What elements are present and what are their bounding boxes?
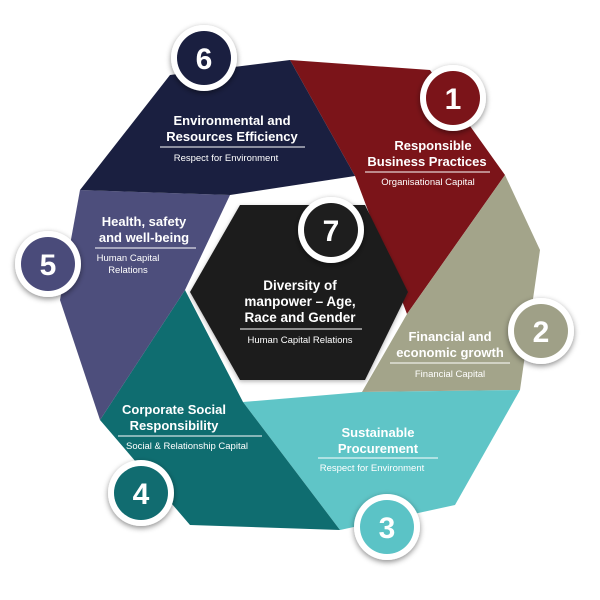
segment-2-subtitle-line-1: Financial Capital [415,369,485,380]
badge-2-number: 2 [533,316,550,349]
badge-3-disc [360,500,414,554]
svg-text:Diversity of: Diversity of [263,278,337,293]
badge-5-number: 5 [40,249,57,282]
svg-text:2: 2 [533,316,550,349]
segment-5-subtitle-line-1: Human Capital [97,253,160,264]
segment-3-title-line-2: Procurement [338,441,419,456]
svg-text:Sustainable: Sustainable [342,425,415,440]
segment-4-title-line-2: Responsibility [130,418,220,433]
labels-layer: Responsible Business Practices Organisat… [95,113,510,474]
svg-text:Resources Efficiency: Resources Efficiency [166,129,298,144]
svg-text:Organisational Capital: Organisational Capital [381,177,474,188]
svg-text:Financial Capital: Financial Capital [415,369,485,380]
segment-2-wedge [362,175,540,392]
svg-text:3: 3 [379,512,396,545]
svg-text:and well-being: and well-being [99,230,189,245]
badge-4-disc [114,466,168,520]
segment-6-title-line-2: Resources Efficiency [166,129,298,144]
svg-text:Race and Gender: Race and Gender [244,310,356,325]
badge-5: 5 [15,231,81,297]
badge-1-number: 1 [445,83,462,116]
segment-1-title-line-2: Business Practices [367,154,486,169]
svg-text:5: 5 [40,249,57,282]
center-label: Diversity of manpower – Age, Race and Ge… [240,278,362,346]
segment-5-label: Health, safety and well-being Human Capi… [95,214,196,276]
badge-7-disc [304,203,358,257]
svg-text:Business Practices: Business Practices [367,154,486,169]
segment-1-label: Responsible Business Practices Organisat… [365,138,490,188]
svg-text:6: 6 [196,43,213,76]
svg-text:Respect for Environment: Respect for Environment [174,153,279,164]
badges-layer: 1 2 3 4 5 [15,25,574,560]
svg-text:Responsible: Responsible [394,138,471,153]
svg-text:Human Capital: Human Capital [97,253,160,264]
segment-4-subtitle-line-1: Social & Relationship Capital [126,441,248,452]
center-title-line-3: Race and Gender [244,310,356,325]
segment-6-subtitle-line-1: Respect for Environment [174,153,279,164]
segment-6-title-line-1: Environmental and [173,113,290,128]
segment-3-subtitle-line-1: Respect for Environment [320,463,425,474]
badge-6: 6 [171,25,237,91]
segment-1-title-line-1: Responsible [394,138,471,153]
badge-6-disc [177,31,231,85]
segment-2-label: Financial and economic growth Financial … [390,329,510,380]
badge-5-disc [21,237,75,291]
center-title-line-2: manpower – Age, [244,294,355,309]
segment-5-title-line-1: Health, safety [102,214,187,229]
badge-2-disc [514,304,568,358]
segment-6-label: Environmental and Resources Efficiency R… [160,113,305,164]
badge-1-disc [426,71,480,125]
segment-5-subtitle-line-2: Relations [108,265,148,276]
svg-text:manpower – Age,: manpower – Age, [244,294,355,309]
segment-4-label: Corporate Social Responsibility Social &… [118,402,262,452]
svg-text:economic growth: economic growth [396,345,504,360]
badge-6-number: 6 [196,43,213,76]
svg-text:4: 4 [133,478,150,511]
badge-1: 1 [420,65,486,131]
svg-text:Responsibility: Responsibility [130,418,220,433]
segment-4-title-line-1: Corporate Social [122,402,226,417]
svg-text:Relations: Relations [108,265,148,276]
svg-text:Corporate Social: Corporate Social [122,402,226,417]
svg-text:Financial and: Financial and [408,329,491,344]
badge-3-number: 3 [379,512,396,545]
segment-6-wedge [80,60,355,195]
segment-2-title-line-2: economic growth [396,345,504,360]
segment-3-label: Sustainable Procurement Respect for Envi… [318,425,438,474]
badge-7: 7 [298,197,364,263]
svg-text:Health, safety: Health, safety [102,214,187,229]
svg-text:Procurement: Procurement [338,441,419,456]
svg-text:Respect for Environment: Respect for Environment [320,463,425,474]
badge-4-number: 4 [133,478,150,511]
svg-text:7: 7 [323,215,340,248]
segment-3-title-line-1: Sustainable [342,425,415,440]
center-title-line-1: Diversity of [263,278,337,293]
segment-5-title-line-2: and well-being [99,230,189,245]
badge-7-number: 7 [323,215,340,248]
segment-1-subtitle-line-1: Organisational Capital [381,177,474,188]
svg-text:Social & Relationship Capital: Social & Relationship Capital [126,441,248,452]
badge-4: 4 [108,460,174,526]
svg-text:Human Capital Relations: Human Capital Relations [247,335,352,346]
segment-2-title-line-1: Financial and [408,329,491,344]
badge-2: 2 [508,298,574,364]
svg-text:Environmental and: Environmental and [173,113,290,128]
segment-3-wedge [243,390,520,530]
badge-3: 3 [354,494,420,560]
svg-text:1: 1 [445,83,462,116]
center-subtitle-line-1: Human Capital Relations [247,335,352,346]
